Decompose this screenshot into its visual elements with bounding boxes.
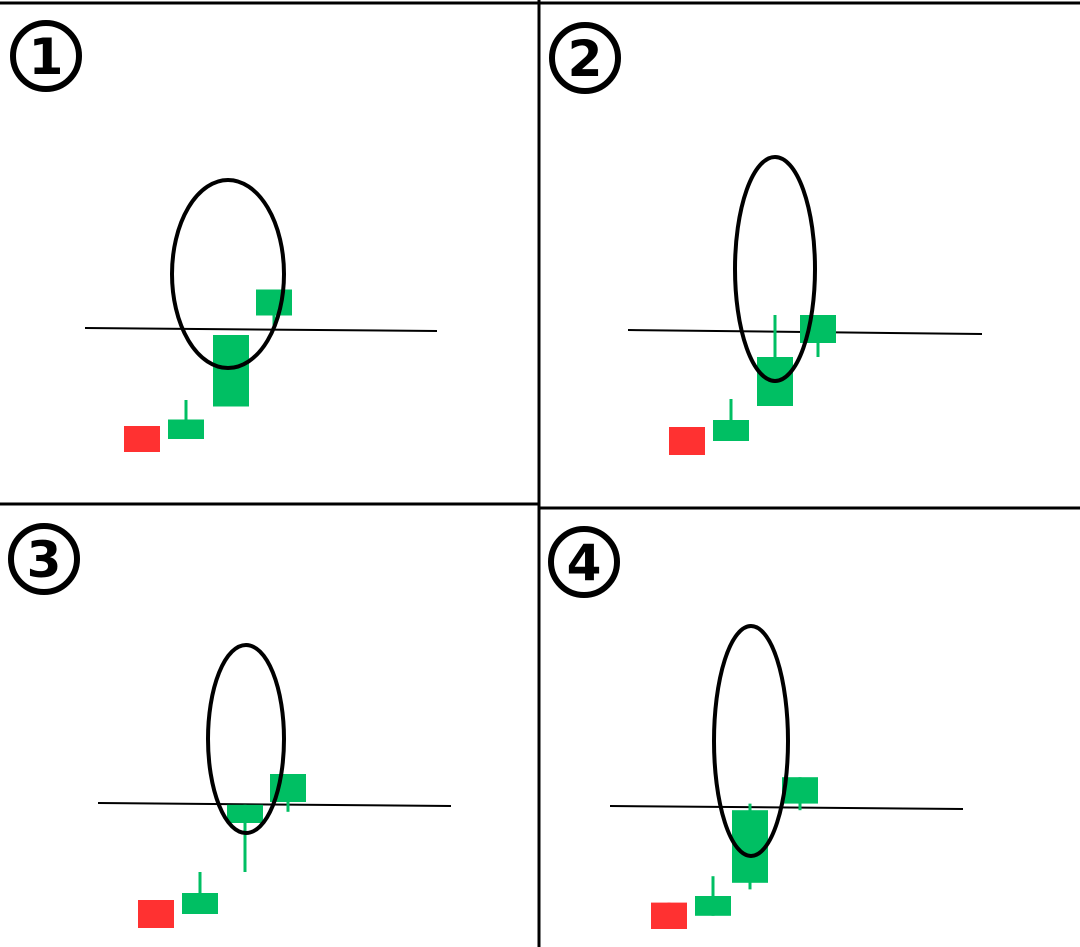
bullish-candle [695, 876, 731, 916]
panel-number: 1 [29, 28, 64, 86]
bullish-candle [256, 289, 292, 329]
candle-body [713, 420, 749, 441]
highlight-ellipse [733, 155, 817, 383]
candle-body [256, 289, 292, 316]
candle-body [182, 893, 218, 914]
candle-body [227, 804, 263, 823]
panel-number-badge: 2 [549, 22, 621, 94]
number-circle-icon [10, 20, 82, 92]
bullish-candle [800, 315, 836, 357]
highlighted-bullish-candle [213, 335, 249, 407]
highlight-ellipse [170, 178, 286, 370]
bullish-candle [182, 872, 218, 914]
bearish-candle [124, 426, 160, 452]
candle-body [695, 896, 731, 916]
panel-number-badge: 3 [8, 523, 80, 595]
candle-body [168, 419, 204, 439]
candles [138, 774, 306, 928]
panel-number-badge: 4 [548, 526, 620, 598]
highlighted-bullish-candle [227, 804, 263, 872]
highlight-ellipse [206, 643, 286, 835]
panel-3: 3 [8, 523, 452, 928]
panel-number: 3 [27, 531, 62, 589]
number-circle-icon [8, 523, 80, 595]
bullish-candle [168, 400, 204, 439]
bullish-candle [782, 777, 818, 811]
highlight-ellipse [712, 624, 790, 858]
number-circle-icon [549, 22, 621, 94]
panel-4: 4 [548, 526, 964, 929]
panel-number-badge: 1 [10, 20, 82, 92]
candle-body [213, 335, 249, 407]
candles [124, 289, 292, 452]
bearish-candle [651, 902, 687, 929]
candle-body [138, 900, 174, 928]
candle-body [124, 426, 160, 452]
candle-body [669, 427, 705, 455]
panel-number: 2 [568, 30, 603, 88]
bearish-candle [138, 900, 174, 928]
number-circle-icon [548, 526, 620, 598]
panel-number: 4 [567, 534, 602, 592]
bullish-candle [713, 399, 749, 441]
panel-1: 1 [10, 20, 438, 452]
candle-body [651, 902, 687, 929]
panel-2: 2 [549, 22, 983, 455]
level-line [609, 805, 964, 810]
level-line [84, 327, 438, 332]
candle-body [782, 777, 818, 804]
candles [669, 315, 836, 455]
bearish-candle [669, 427, 705, 455]
